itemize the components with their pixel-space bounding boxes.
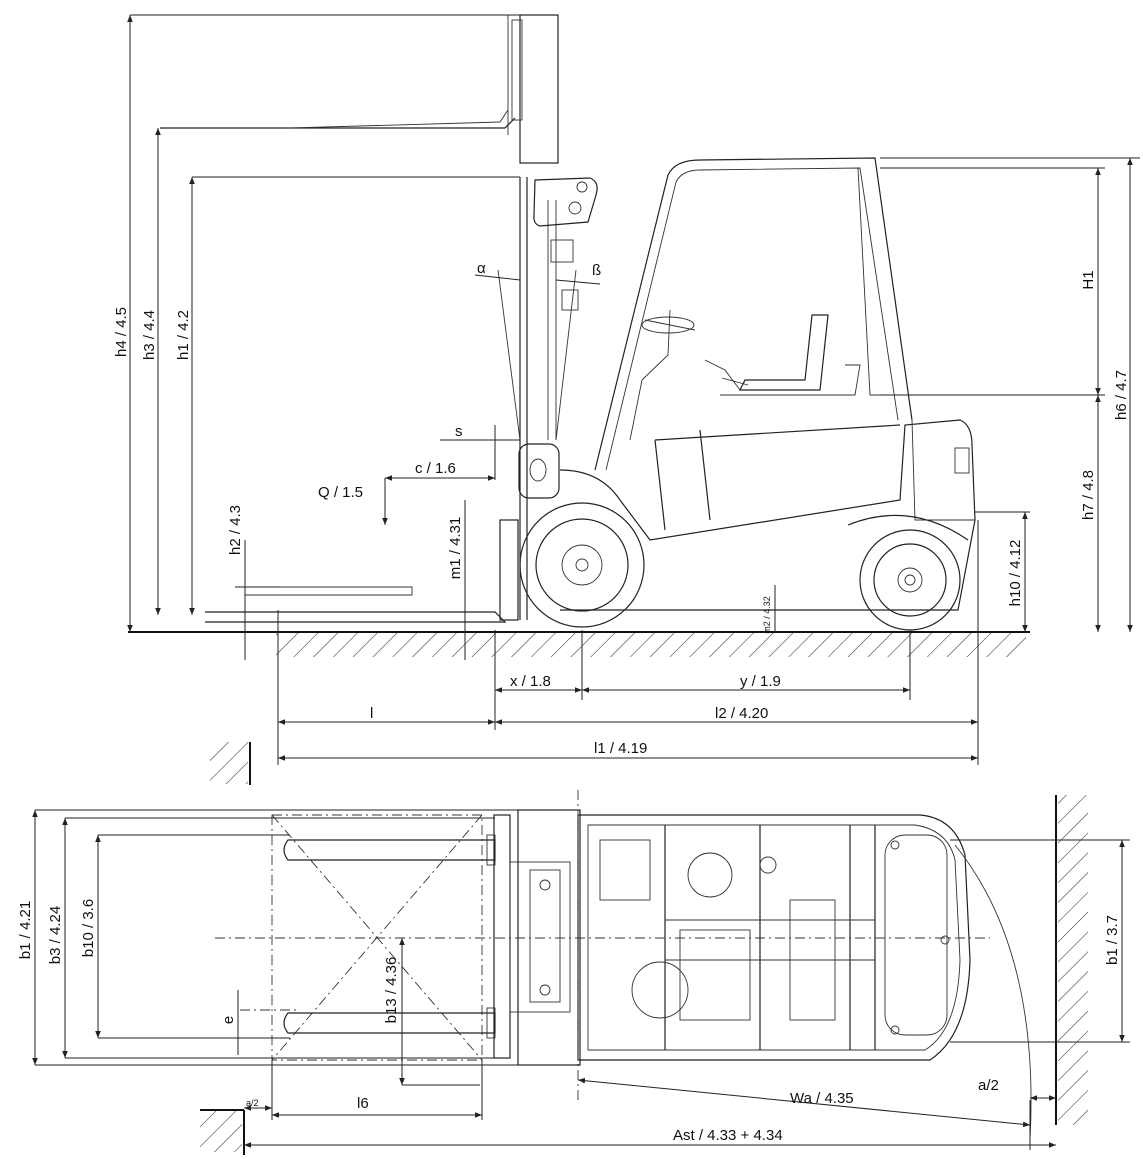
mast [205,177,598,623]
length-dimensions [277,520,979,765]
label-a2: a/2 [978,1077,999,1094]
centerlines [215,790,990,1100]
label-a2-small: a/2 [246,1098,259,1108]
label-b1-right: b1 / 3.7 [1104,915,1121,965]
label-s: s [455,423,463,440]
load-outline [271,814,483,1061]
label-l2: l2 / 4.20 [715,705,768,722]
label-e: e [220,1016,237,1024]
label-c: c / 1.6 [415,460,456,477]
right-height-dimensions [880,157,1140,632]
label-h6: h6 / 4.7 [1113,370,1130,420]
top-view: b1 / 4.21 b3 / 4.24 b10 / 3.6 b13 / 4.36… [17,790,1130,1155]
label-h1: h1 / 4.2 [175,310,192,360]
label-H1: H1 [1080,270,1097,289]
label-Ast: Ast / 4.33 + 4.34 [673,1127,783,1144]
truck-body [519,157,976,631]
label-h3: h3 / 4.4 [141,310,158,360]
label-y: y / 1.9 [740,673,781,690]
top-view-labels: b1 / 4.21 b3 / 4.24 b10 / 3.6 b13 / 4.36… [17,899,1121,1144]
label-Q: Q / 1.5 [318,484,363,501]
side-view-labels: h4 / 4.5 h3 / 4.4 h1 / 4.2 h2 / 4.3 m1 /… [113,260,1130,757]
label-beta: ß [592,262,601,279]
label-h2: h2 / 4.3 [227,505,244,555]
label-m1: m1 / 4.31 [447,517,464,580]
label-b10: b10 / 3.6 [80,899,97,957]
raised-mast [160,14,559,164]
turning-radius-arc [954,844,1032,1141]
label-l: l [370,705,373,722]
label-b3: b3 / 4.24 [47,906,64,964]
label-h10: h10 / 4.12 [1007,540,1024,607]
label-Wa: Wa / 4.35 [790,1090,854,1107]
label-x: x / 1.8 [510,673,551,690]
label-l1: l1 / 4.19 [594,740,647,757]
label-h7: h7 / 4.8 [1080,470,1097,520]
label-m2: m2 / 4.32 [762,596,772,634]
label-alpha: α [477,260,486,277]
wall-right [1055,795,1088,1125]
width-dimensions-left [32,809,580,1086]
ground [128,631,1030,657]
aisle-dimensions [244,1060,1056,1150]
load-center-dimensions [382,274,601,525]
side-view: h4 / 4.5 h3 / 4.4 h1 / 4.2 h2 / 4.3 m1 /… [113,14,1140,785]
label-b13: b13 / 4.36 [383,957,400,1024]
left-height-dimensions [127,14,776,660]
label-b1-left: b1 / 4.21 [17,901,34,959]
wall-fragment-upper [210,742,251,785]
wall-lower-left [200,1109,245,1155]
mast-top [509,809,581,1066]
chassis-top [577,814,971,1061]
width-dimensions-right [950,839,1130,1043]
label-l6: l6 [357,1095,369,1112]
label-h4: h4 / 4.5 [113,307,130,357]
